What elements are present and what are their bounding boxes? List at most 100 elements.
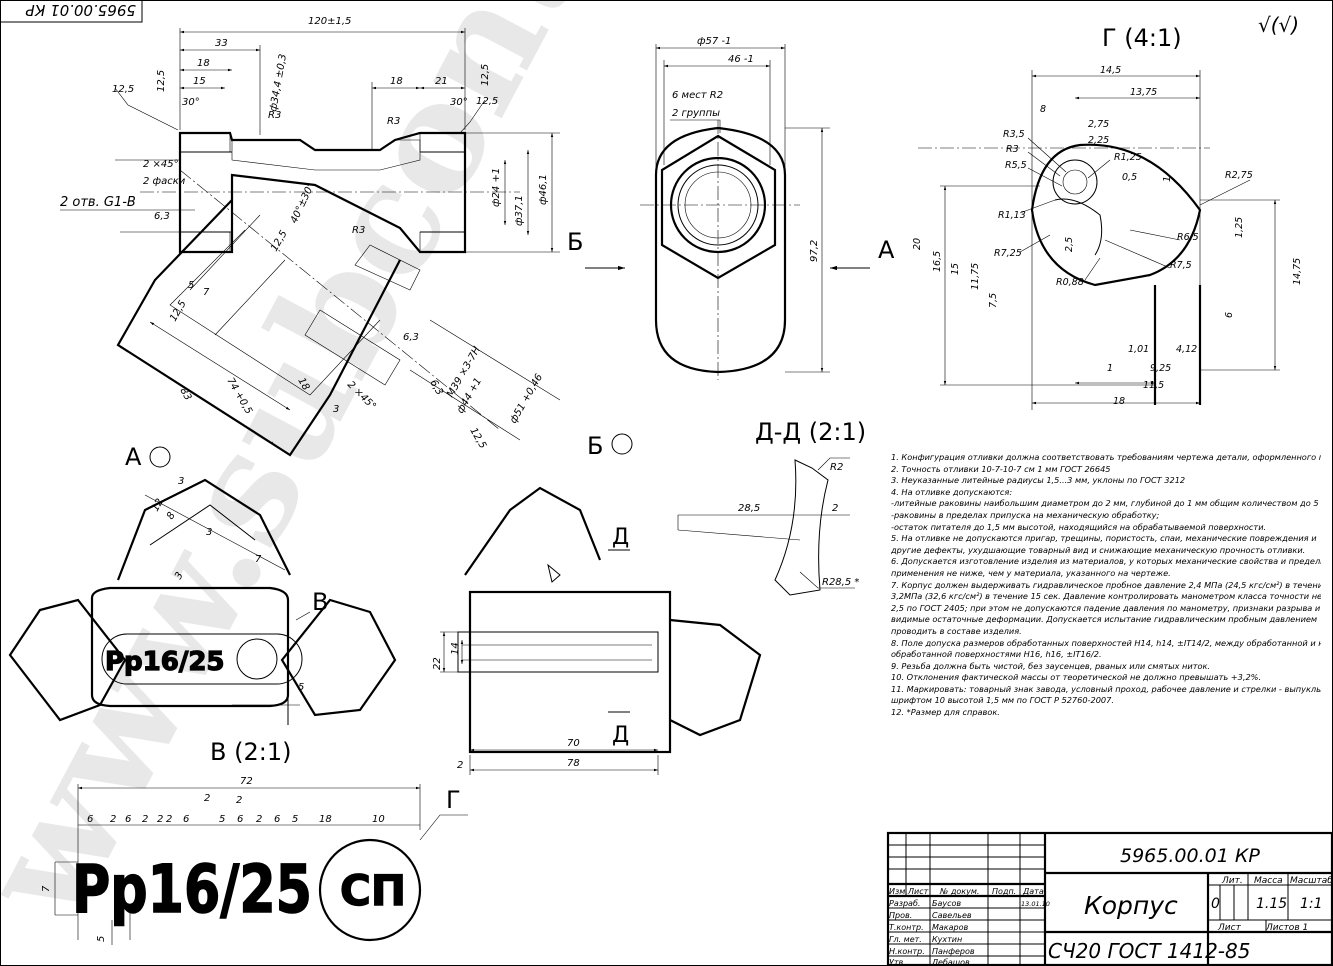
dim-g-23: R0,88 (1056, 277, 1084, 288)
dim-g-24: 14,75 (1292, 258, 1303, 285)
dim-main-34: 6,3 (427, 378, 444, 397)
lettering-big-text: Pp16/25 (72, 851, 312, 928)
note-6: 6. Допускается изготовление изделия из м… (891, 556, 1321, 567)
dim-main-4: 18 (390, 76, 403, 87)
tb-doc-number: 5965.00.01 КР (1120, 845, 1260, 867)
tb-part-name: Корпус (1084, 891, 1178, 920)
note-4: 4. На отливке допускаются: (891, 486, 1013, 497)
tb-name-1: Савельев (932, 911, 972, 920)
tb-sheet-label: Лист (1217, 923, 1242, 933)
dim-l-15: 18 (319, 814, 332, 825)
tb-role-2: Т.контр. (889, 923, 924, 932)
section-mark-bottom: Д (612, 723, 629, 748)
dim-l-8: 2 (166, 814, 172, 825)
note-9: 9. Резьба должна быть чистой, без заусен… (891, 660, 1211, 671)
note-6b: применения не ниже, чем у материала, ука… (891, 567, 1171, 578)
dim-g-19: 7,5 (988, 293, 999, 308)
corner-stamp-text: 5965.00.01 КР (25, 1, 136, 19)
note-4b: -раковины в пределах припуска на механич… (891, 509, 1160, 520)
detail-g-dims: Г (4:1) 14,5 13,75 8 2,75 2,25 R3,5 R3 R… (912, 24, 1303, 407)
tb-scale-label: Масштаб (1290, 876, 1333, 886)
tb-role-4: Н.контр. (889, 947, 925, 956)
note-2: 2. Точность отливки 10-7-10-7 см 1 мм ГО… (891, 463, 1111, 474)
dim-dd-0: R2 (830, 462, 843, 473)
dim-main-13: R3 (268, 110, 281, 121)
view-b-labels: Б 22 14 70 78 2 Д Д (432, 432, 633, 771)
dim-g-7: R5,5 (1005, 160, 1027, 171)
dim-main-14: R3 (387, 116, 400, 127)
dim-side-2: 6 мест R2 (672, 90, 723, 101)
dim-main-38: ф51 +0,46 (508, 372, 545, 425)
view-a: Pp16/25 (8, 478, 397, 725)
dim-g-31: 18 (1113, 396, 1125, 407)
corner-stamp: 5965.00.01 КР (0, 0, 143, 23)
tb-scale-value: 1:1 (1300, 896, 1323, 912)
lettering-dims: 72 2 2 6 2 6 2 2 2 6 5 6 2 6 5 18 10 7 5… (41, 776, 461, 942)
note-1: 1. Конфигурация отливки должна соответст… (891, 452, 1321, 462)
dim-g-10: 1 (1162, 176, 1173, 182)
detail-g-title: Г (4:1) (1102, 24, 1182, 52)
title-block-text: 5965.00.01 КР Корпус СЧ20 ГОСТ 1412-85 Л… (889, 845, 1333, 966)
tb-name-2: Макаров (932, 923, 969, 932)
view-b-title: Б (587, 432, 603, 460)
tb-name-0: Баусов (932, 899, 961, 908)
dim-g-0: 14,5 (1100, 65, 1121, 76)
dim-l-12: 2 (256, 814, 262, 825)
note-5: 5. На отливке не допускаются пригар, тре… (891, 533, 1317, 544)
dim-g-1: 13,75 (1130, 87, 1157, 98)
dim-l-2: 2 (236, 795, 242, 806)
arrow-b: Б (567, 228, 583, 256)
dim-main-10: 12,5 (112, 84, 134, 95)
lettering-detail: Pp16/25 СП (54, 784, 468, 945)
dim-side-1: 46 -1 (728, 54, 754, 65)
dim-g-17: 15 (950, 263, 961, 275)
dim-g-11: R2,75 (1225, 170, 1253, 181)
note-7: 7. Корпус должен выдерживать гидравличес… (891, 579, 1321, 590)
dim-l-14: 5 (292, 814, 298, 825)
note-4c: -остаток питателя до 1,5 мм высотой, нах… (891, 521, 1267, 532)
tb-rev-h2: № докум. (939, 887, 979, 896)
dim-main-16: 2 ×45° (143, 159, 179, 170)
dim-g-26: 1,01 (1128, 344, 1149, 355)
side-view-dims: ф57 -1 46 -1 6 мест R2 2 группы 97,2 Б А (567, 36, 895, 264)
dim-g-13: R6,5 (1177, 232, 1199, 243)
dim-main-19: 6,3 (154, 211, 170, 222)
dim-dd-1: 28,5 (738, 503, 760, 514)
tb-lit-label: Лит. (1221, 876, 1243, 886)
dim-main-6: 12,5 (156, 70, 167, 92)
tb-material: СЧ20 ГОСТ 1412-85 (1048, 939, 1250, 963)
view-a-labels: А 12 3 8 3 3 7 В 5 В (2:1) (125, 443, 328, 766)
dim-main-25: 5 (188, 280, 194, 291)
view-v-letter: В (312, 588, 328, 616)
title-block (886, 831, 1333, 966)
dim-dd-2: 2 (832, 503, 838, 514)
dim-side-3: 2 группы (672, 108, 720, 119)
dim-a-1: 3 (178, 476, 184, 487)
dim-main-3: 15 (193, 76, 206, 87)
dim-a-5: 7 (255, 554, 262, 565)
detail-g-view (918, 70, 1280, 410)
note-7e: проводить в составе изделия. (891, 625, 1022, 636)
dim-l-0: 72 (240, 776, 253, 787)
dim-g-15: 20 (912, 238, 923, 250)
dim-main-31: 3 (333, 404, 339, 415)
view-a-plate-text: Pp16/25 (105, 647, 225, 677)
dim-l-18: 5 (96, 936, 107, 942)
view-b (440, 486, 762, 775)
dim-main-17: 2 фаски (143, 176, 186, 187)
dim-main-15: R3 (352, 225, 365, 236)
section-dd (677, 457, 855, 596)
tb-role-5: Утв. (889, 958, 906, 966)
dim-main-28: 83 (177, 386, 193, 403)
dim-dd-3: R28,5 * (822, 577, 859, 588)
dim-main-11: 12,5 (476, 96, 498, 107)
dim-l-7: 2 (157, 814, 163, 825)
tb-role-0: Разраб. (889, 899, 920, 908)
dim-g-12: R1,13 (998, 210, 1026, 221)
tb-rev-h3: Подп. (992, 887, 1016, 896)
technical-notes: 1. Конфигурация отливки должна соответст… (891, 452, 1321, 719)
tb-role-3: Гл. мет. (889, 935, 922, 944)
tb-name-3: Кухтин (932, 935, 962, 944)
dim-l-5: 6 (125, 814, 131, 825)
